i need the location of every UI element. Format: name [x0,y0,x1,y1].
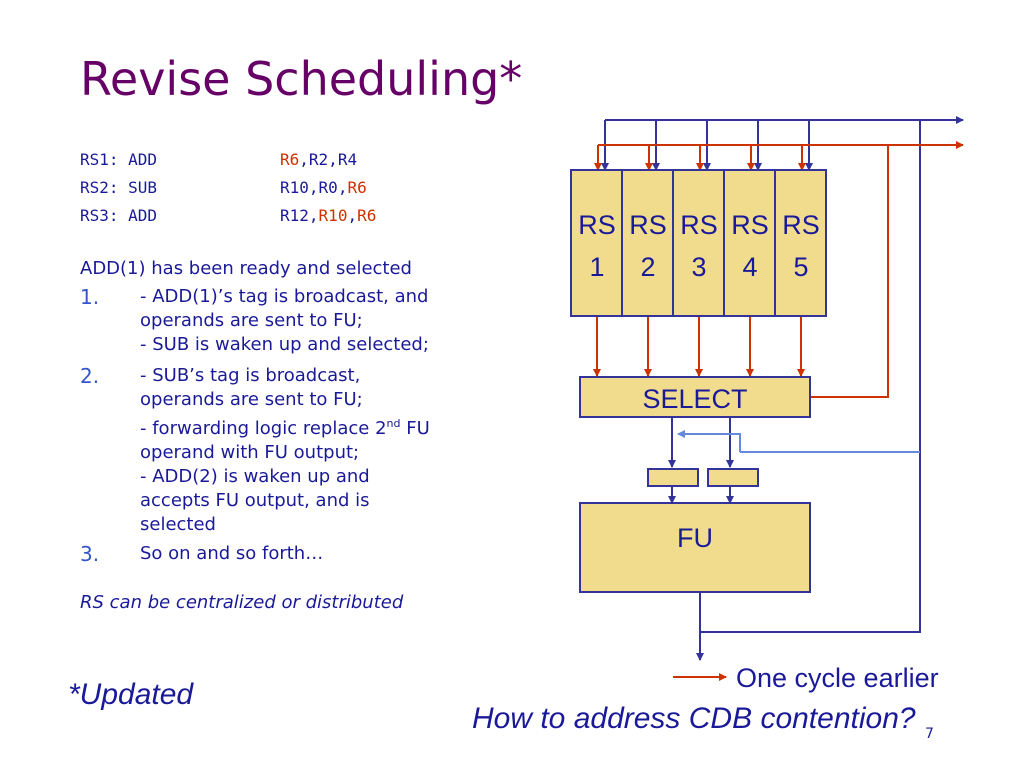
list-line: - ADD(1)’s tag is broadcast, and [140,286,429,307]
list-line: - forwarding logic replace 2nd FU [140,417,430,439]
rs-box-2 [621,169,674,317]
list-line: - SUB is waken up and selected; [140,334,429,355]
code-args: R10,R0,R6 [280,178,367,197]
list-item: 2. - SUB’s tag is broadcast, operands ar… [80,364,540,537]
list-line: accepts FU output, and is [140,490,370,511]
intro-text: ADD(1) has been ready and selected [80,258,412,279]
fu-label: FU [677,523,713,553]
operand-latch-1 [647,468,699,487]
list-item: 3. So on and so forth… [80,542,540,566]
code-line-3: RS3: ADD R12,R10,R6 [80,206,376,225]
rs-note: RS can be centralized or distributed [80,592,404,613]
rs-label-4a: RS [731,210,769,240]
list-line: selected [140,514,216,535]
code-op: RS3: ADD [80,206,158,225]
rs-box-4 [723,169,776,317]
rs-label-2a: RS [629,210,667,240]
fu-box [579,502,811,593]
code-args: R12,R10,R6 [280,206,377,225]
code-line-1: RS1: ADD R6,R2,R4 [80,150,357,169]
list-number: 3. [80,542,100,566]
rs-label-1b: 1 [589,252,604,282]
select-box [579,376,811,418]
rs-label-5b: 5 [793,252,808,282]
list-number: 2. [80,364,100,388]
list-line: operand with FU output; [140,442,360,463]
rs-boxes: RS 1 RS 2 RS 3 RS 4 RS 5 [570,169,827,317]
code-op: RS1: ADD [80,150,158,169]
operand-latch-2 [707,468,759,487]
code-args: R6,R2,R4 [280,150,358,169]
red-tag-bus [593,141,964,398]
code-op: RS2: SUB [80,178,158,197]
list-item: 1. - ADD(1)’s tag is broadcast, and oper… [80,285,540,357]
forwarding-path [677,430,920,453]
slide-title: Revise Scheduling* [80,52,523,106]
rs-label-4b: 4 [742,252,757,282]
code-line-2: RS2: SUB R10,R0,R6 [80,178,367,197]
list-line: operands are sent to FU; [140,310,363,331]
list-line: - ADD(2) is waken up and [140,466,370,487]
select-label: SELECT [642,384,747,414]
rs-label-5a: RS [782,210,820,240]
rs-label-2b: 2 [640,252,655,282]
rs-label-3a: RS [680,210,718,240]
rs-label-3b: 3 [691,252,706,282]
rs-box-3 [672,169,725,317]
rs-label-1a: RS [578,210,616,240]
page-number: 7 [925,726,934,742]
rs-box-1 [570,169,623,317]
legend-label: One cycle earlier [736,663,939,693]
select-to-latch-wires [668,417,734,504]
list-number: 1. [80,285,100,309]
list-line: So on and so forth… [140,543,324,564]
updated-note: *Updated [68,678,194,711]
list-line: operands are sent to FU; [140,389,363,410]
list-line: - SUB’s tag is broadcast, [140,365,361,386]
question-text: How to address CDB contention? [472,702,916,735]
rs-box-5 [774,169,827,317]
